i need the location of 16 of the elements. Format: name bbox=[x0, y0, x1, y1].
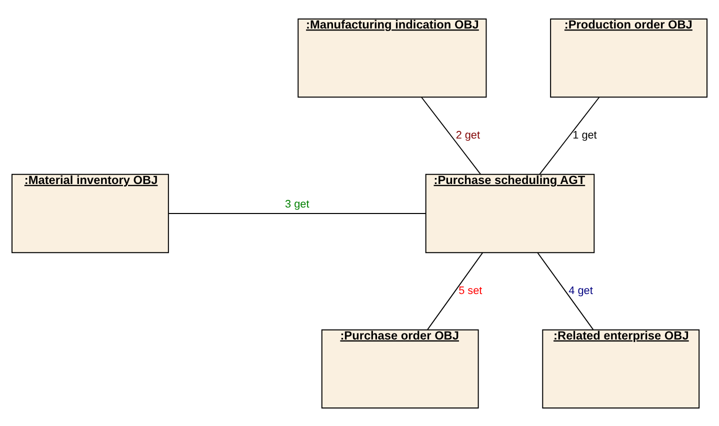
edge-label: 3 get bbox=[285, 198, 310, 210]
edge-label: 4 get bbox=[568, 284, 593, 296]
edge-label: 5 set bbox=[458, 284, 482, 296]
node-box: :Production order OBJ bbox=[550, 18, 708, 98]
connector bbox=[539, 96, 600, 174]
node-box: :Material inventory OBJ bbox=[12, 173, 169, 253]
node-box: :Purchase order OBJ bbox=[321, 328, 479, 408]
edge-label: 1 get bbox=[572, 129, 597, 142]
node-box: :Purchase scheduling AGT bbox=[425, 173, 595, 253]
connector bbox=[168, 212, 426, 214]
node-box: :Related enterprise OBJ bbox=[542, 328, 700, 408]
node-box: :Manufacturing indication OBJ bbox=[298, 18, 487, 98]
connector bbox=[427, 252, 484, 330]
edge-label: 2 get bbox=[456, 129, 480, 142]
connector bbox=[537, 252, 594, 330]
connector bbox=[421, 96, 482, 174]
